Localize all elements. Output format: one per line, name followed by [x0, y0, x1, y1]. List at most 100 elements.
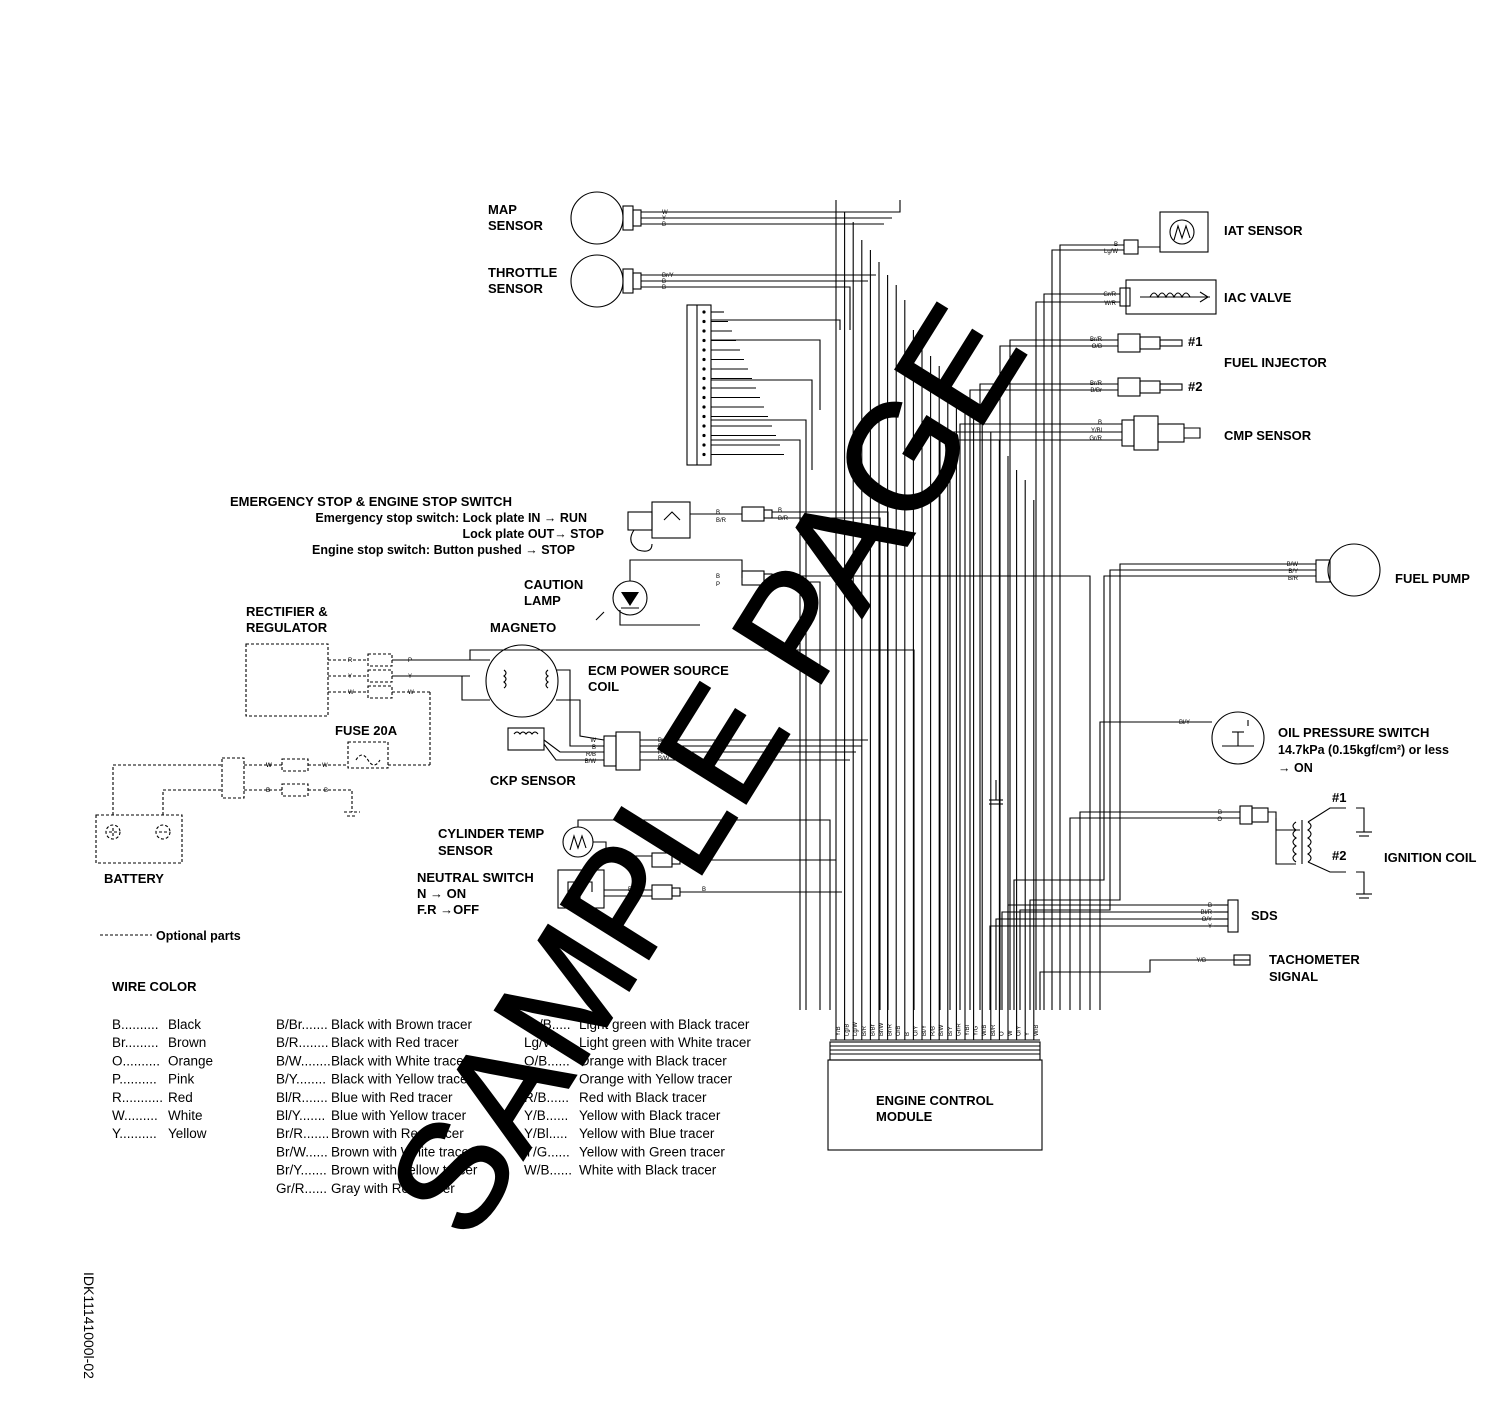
ckp-sensor-label: CKP SENSOR: [490, 773, 576, 788]
wire-code-meaning: Black with Red tracer: [331, 1035, 459, 1050]
wire: [1007, 904, 1214, 1010]
stop-wire-code: B/R: [716, 518, 727, 524]
wire-color-title: WIRE COLOR: [112, 979, 197, 994]
tachometer-label: TACHOMETER: [1269, 952, 1360, 967]
injector-2-label: #2: [1188, 379, 1202, 394]
wire: [959, 423, 1122, 1010]
wire-code-abbr: Y..........: [112, 1126, 157, 1141]
ecm-power-label: ECM POWER SOURCE: [588, 663, 729, 678]
wire: [711, 379, 813, 470]
wire-code-meaning: Black with Yellow tracer: [331, 1072, 473, 1087]
wire: [660, 286, 851, 330]
wire-code-meaning: Yellow with Blue tracer: [579, 1126, 715, 1141]
fuel-pump-wire-code: B/R: [1288, 576, 1299, 582]
wire-code-abbr: O/Y......: [524, 1072, 568, 1087]
wire: [989, 925, 1214, 1010]
wire: [1009, 339, 1118, 1010]
wire-code-abbr: Br/R.......: [276, 1126, 329, 1141]
ckp-right-wire-code: Br/W: [658, 738, 672, 744]
tachometer-symbol: [1039, 954, 1251, 1010]
stop-switch-line-3: Engine stop switch: Button pushed → STOP: [312, 543, 575, 557]
cyl-wire-code: B: [630, 858, 634, 864]
map-wire-code: B: [662, 222, 666, 228]
wire: [949, 431, 1122, 1010]
ecm-pin-code: O/Y: [1017, 1026, 1023, 1036]
joint-pin: [702, 376, 706, 381]
joint-pin: [702, 414, 706, 419]
wire-code-abbr: Bl/R.......: [276, 1090, 328, 1105]
iac-wire-code: W/R: [1104, 301, 1116, 307]
rectifier-out-wire-code: W: [408, 690, 414, 696]
ckp-right-wire-code: Br/R: [658, 744, 671, 750]
wire: [969, 389, 1118, 1010]
wire: [1029, 563, 1316, 1010]
wire-code-meaning: Orange: [168, 1053, 213, 1068]
ignition-wire-code: O: [1217, 817, 1222, 823]
battery-label: BATTERY: [104, 871, 164, 886]
wire: [711, 419, 807, 1010]
neutral-right-wire-code: B: [702, 887, 706, 893]
stop-switch-title: EMERGENCY STOP & ENGINE STOP SWITCH: [230, 494, 512, 509]
wire: [1001, 911, 1214, 1010]
cmp-wire-code: Gr/R: [1089, 436, 1102, 442]
ecm-pin-code: W: [1008, 1030, 1014, 1036]
map-sensor-label: MAP: [488, 202, 517, 217]
ecm-pin-code: Lg/W: [853, 1022, 859, 1036]
wire-code-meaning: Black with Brown tracer: [331, 1017, 473, 1032]
ecm-pin-code: W/B: [1034, 1025, 1040, 1036]
wire: [995, 918, 1214, 1010]
rectifier-wire-code: Y: [348, 674, 352, 680]
wire: [711, 439, 801, 1010]
wire: [979, 383, 1118, 1010]
joint-pin: [702, 348, 706, 352]
cmp-sensor-label: CMP SENSOR: [1224, 428, 1312, 443]
joint-pin: [702, 319, 706, 324]
wire-code-abbr: O/B......: [524, 1053, 570, 1068]
joint-pin: [702, 367, 706, 371]
joint-pin: [702, 310, 706, 314]
ckp-wire-code: R/B: [586, 752, 596, 758]
ignition-coil-label: IGNITION COIL: [1384, 850, 1477, 865]
joint-pin: [702, 329, 706, 333]
wire-code-abbr: Bl/Y.......: [276, 1108, 325, 1123]
throttle-sensor-label-2: SENSOR: [488, 281, 544, 296]
wire: [999, 345, 1118, 1010]
wire-code-abbr: B..........: [112, 1017, 159, 1032]
ecm-pin-code: Y: [1025, 1032, 1031, 1036]
joint-pin: [702, 433, 706, 438]
injector-1-label: #1: [1188, 334, 1202, 349]
wire-code-meaning: Gray with Red tracer: [331, 1181, 455, 1196]
rectifier-wire-code: R: [348, 658, 353, 664]
ckp-wire-code: B/W: [585, 759, 597, 765]
wire-code-meaning: Blue with Red tracer: [331, 1090, 453, 1105]
stop-wire-code: B: [716, 510, 720, 516]
fuse-label: FUSE 20A: [335, 723, 398, 738]
ecm-pin-code: B/Br: [870, 1024, 876, 1036]
caution-lamp-symbol: [595, 570, 773, 621]
wire-code-meaning: Light green with White tracer: [579, 1035, 751, 1050]
wire-code-abbr: Y/G......: [524, 1144, 570, 1159]
cylinder-temp-label-2: SENSOR: [438, 843, 494, 858]
oil-pressure-symbol: [1099, 711, 1265, 1010]
wire: [772, 575, 1091, 1010]
wire-code-abbr: R...........: [112, 1090, 163, 1105]
wire-code-meaning: Yellow with Black tracer: [579, 1108, 721, 1123]
wire-code-meaning: Red with Black tracer: [579, 1090, 707, 1105]
throttle-wire-code: Br/Y: [662, 273, 674, 279]
wire-codes: WYBBr/YBBBLg/WGr/RW/RBr/RO/BBr/RB/BrBY/B…: [266, 210, 1299, 1036]
iac-valve-label: IAC VALVE: [1224, 290, 1292, 305]
wire-code-meaning: Black: [168, 1017, 201, 1032]
map-sensor-symbol: [570, 191, 660, 245]
magneto-symbol: [461, 644, 559, 751]
stop-switch-line-1: Emergency stop switch: Lock plate IN → R…: [315, 511, 587, 525]
wire-code-abbr: Br/Y.......: [276, 1163, 327, 1178]
battery-wire-code: B: [266, 788, 270, 794]
wire-code-abbr: P..........: [112, 1072, 157, 1087]
rectifier-label: RECTIFIER &: [246, 604, 328, 619]
wire: [1043, 293, 1120, 1010]
oil-pressure-label-3: → ON: [1278, 761, 1313, 775]
wire: [1069, 817, 1216, 1010]
iat-wire-code: B: [1114, 242, 1118, 248]
wire-code-abbr: W.........: [112, 1108, 158, 1123]
